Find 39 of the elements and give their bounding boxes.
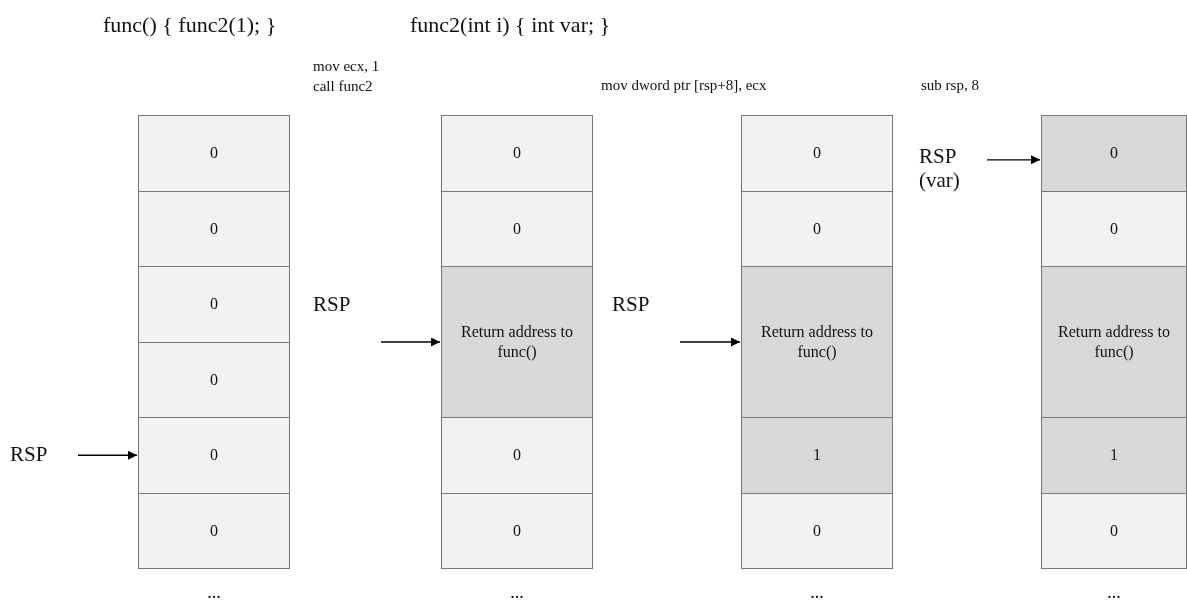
stack-slot: 0 bbox=[138, 266, 290, 343]
ellipsis: ... bbox=[810, 582, 824, 603]
stack-slot: 0 bbox=[1041, 115, 1187, 192]
ellipsis: ... bbox=[1107, 582, 1121, 603]
stack-slot: 0 bbox=[138, 417, 290, 494]
code-line: func2(int i) { int var; } bbox=[410, 12, 611, 38]
pointer-label: RSP (var) bbox=[919, 143, 975, 193]
arrow bbox=[986, 155, 1041, 165]
stack-slot: 0 bbox=[741, 492, 893, 569]
stack-slot: 0 bbox=[741, 115, 893, 192]
stack-slot: 1 bbox=[741, 417, 893, 494]
ellipsis: ... bbox=[207, 582, 221, 603]
stack-slot: 0 bbox=[138, 115, 290, 192]
stack-slot: 0 bbox=[138, 492, 290, 569]
instruction: mov ecx, 1 bbox=[313, 58, 380, 75]
stack-slot: 0 bbox=[441, 492, 593, 569]
stack-slot: 0 bbox=[138, 341, 290, 418]
pointer-label: RSP bbox=[313, 291, 369, 317]
stack-slot: Return address to func() bbox=[1041, 266, 1187, 418]
stack-slot: 0 bbox=[441, 417, 593, 494]
stack-slot: 0 bbox=[1041, 492, 1187, 569]
stack-slot: 0 bbox=[441, 190, 593, 267]
pointer-label: RSP bbox=[10, 441, 66, 467]
instruction: mov dword ptr [rsp+8], ecx bbox=[601, 77, 767, 94]
ellipsis: ... bbox=[510, 582, 524, 603]
stack-slot: 1 bbox=[1041, 417, 1187, 494]
stack-slot: 0 bbox=[1041, 190, 1187, 267]
instruction: call func2 bbox=[313, 78, 373, 95]
arrow bbox=[679, 337, 741, 347]
arrow bbox=[77, 450, 138, 460]
stack-slot: 0 bbox=[741, 190, 893, 267]
stack-slot: 0 bbox=[441, 115, 593, 192]
stack-slot: 0 bbox=[138, 190, 290, 267]
arrow bbox=[380, 337, 441, 347]
instruction: sub rsp, 8 bbox=[921, 77, 979, 94]
stack-slot: Return address to func() bbox=[741, 266, 893, 418]
pointer-label: RSP bbox=[612, 291, 668, 317]
stack-slot: Return address to func() bbox=[441, 266, 593, 418]
code-line: func() { func2(1); } bbox=[103, 12, 277, 38]
